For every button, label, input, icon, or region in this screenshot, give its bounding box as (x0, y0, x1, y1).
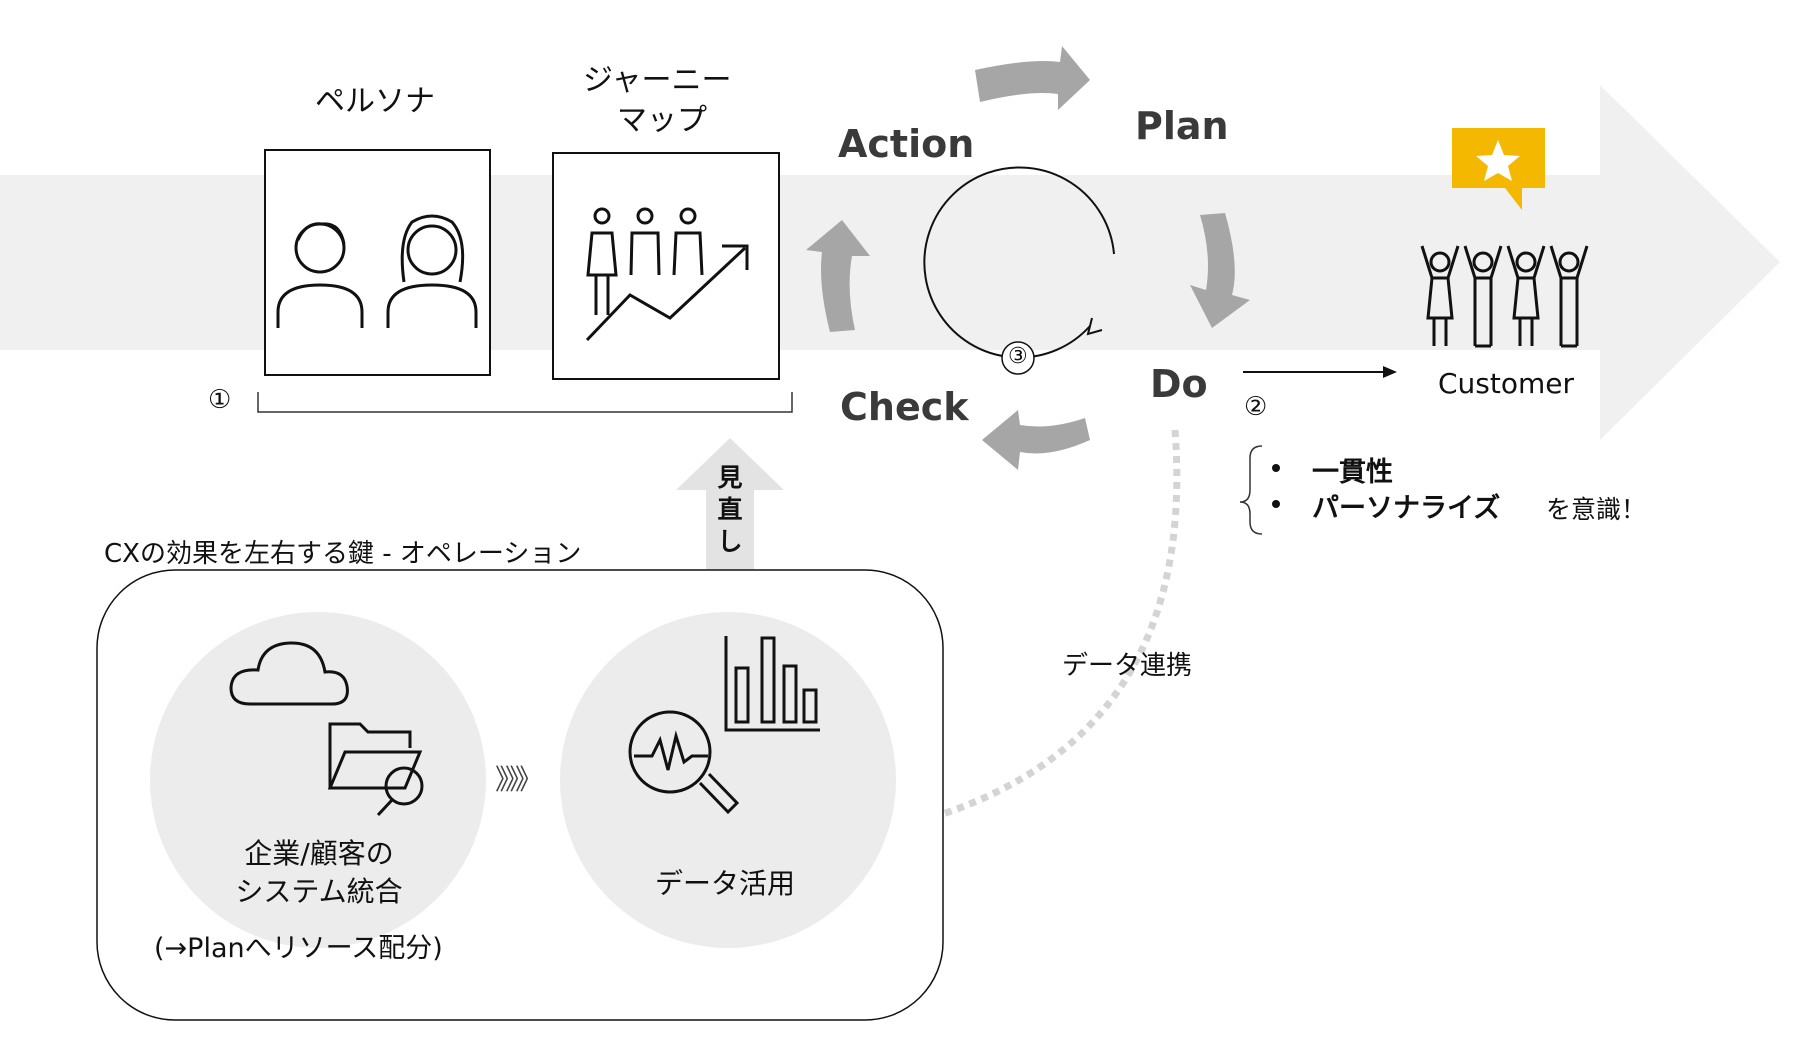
star-badge-icon (1452, 128, 1545, 210)
review-char: 直 (717, 495, 743, 524)
cloud-icon (229, 641, 349, 706)
data-use-circle (560, 612, 896, 948)
pdca-action-label: Action (838, 122, 975, 166)
bar-chart-icon (724, 636, 820, 732)
bullet-personalize: パーソナライズ (1312, 493, 1501, 524)
pdca-plan-label: Plan (1135, 104, 1229, 148)
journey-map-box (552, 152, 780, 380)
journey-label-line1: ジャーニー (583, 63, 732, 98)
persons-icon (276, 214, 478, 328)
integration-label-line1: 企業/顧客の (244, 837, 394, 870)
chevrons-icon: 》》》 (495, 763, 543, 796)
persona-box (264, 149, 491, 376)
pdca-arrows (806, 46, 1250, 470)
bracket-line (257, 392, 793, 413)
review-label: 見 直 し (710, 462, 750, 558)
arrow-to-plan (975, 46, 1090, 110)
data-link-line (884, 429, 1181, 834)
marker-two: ② (1244, 392, 1268, 422)
bullet-consistency: 一貫性 (1312, 457, 1393, 488)
magnifier-pulse-icon (628, 710, 740, 815)
bullet-dot (1272, 464, 1280, 472)
marker-one: ① (208, 385, 232, 415)
resource-note: (→Planへリソース配分) (154, 933, 443, 964)
do-to-customer-arrow (1243, 366, 1397, 378)
review-arrow (676, 438, 784, 570)
arrow-to-check (982, 410, 1090, 470)
persona-label: ペルソナ (315, 84, 435, 119)
review-char: 見 (717, 463, 743, 492)
customer-label: Customer (1438, 367, 1575, 400)
arrow-to-action (806, 220, 870, 332)
journey-map-icon (585, 207, 749, 342)
bullet-dot (1272, 500, 1280, 508)
marker-three-circle (1001, 341, 1035, 375)
folder-search-icon (327, 722, 424, 817)
data-use-label: データ活用 (655, 867, 796, 900)
pdca-do-label: Do (1150, 362, 1208, 406)
arrow-to-do (1190, 213, 1250, 328)
operation-title: CXの効果を左右する鍵 - オペレーション (104, 539, 582, 569)
pdca-check-label: Check (840, 385, 969, 429)
curly-brace (1239, 445, 1263, 535)
marker-three: ③ (1008, 344, 1028, 369)
customers-cheering-icon (1420, 245, 1589, 348)
data-link-label: データ連携 (1062, 651, 1193, 681)
review-char: し (717, 527, 743, 556)
integration-label-line2: システム統合 (235, 875, 403, 908)
awareness-suffix: を意識！ (1546, 495, 1647, 524)
journey-label-line2: マップ (617, 103, 707, 138)
main-flow-arrow (0, 85, 1780, 440)
